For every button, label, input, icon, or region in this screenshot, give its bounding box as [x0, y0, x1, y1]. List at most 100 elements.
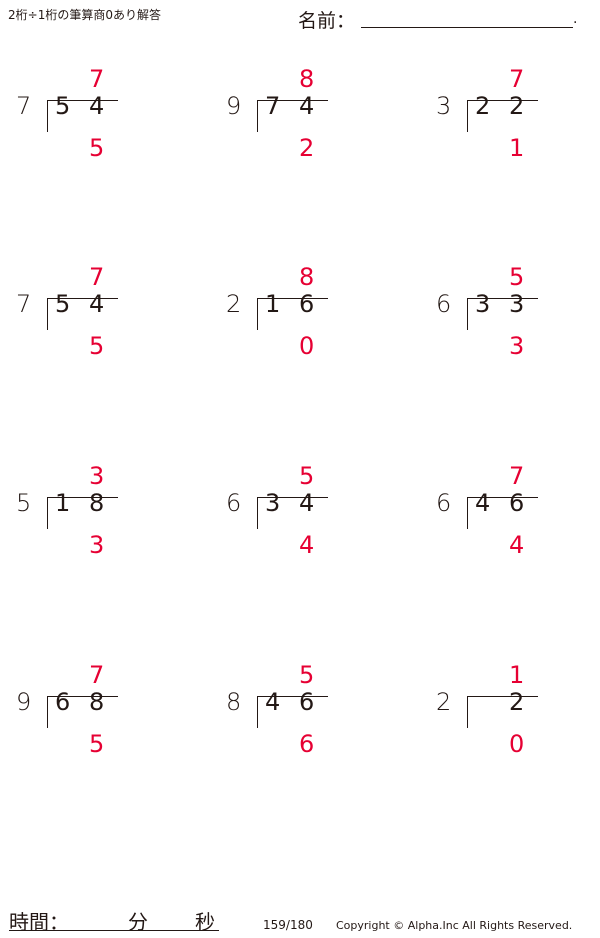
division-bar	[257, 497, 328, 498]
divisor: 3	[436, 92, 452, 120]
division-bar	[47, 497, 118, 498]
page-number: 159/180	[263, 918, 313, 932]
dividend-ones: 4	[299, 489, 315, 517]
dividend-ones: 2	[509, 92, 525, 120]
division-bracket	[467, 696, 468, 728]
divisor: 5	[16, 489, 32, 517]
remainder: 6	[299, 730, 315, 758]
remainder: 2	[299, 134, 315, 162]
quotient: 8	[299, 263, 315, 291]
copyright: Copyright © Alpha.Inc All Rights Reserve…	[336, 919, 573, 932]
divisor: 6	[226, 489, 242, 517]
quotient: 7	[509, 462, 525, 490]
quotient: 1	[509, 661, 525, 689]
quotient: 5	[509, 263, 525, 291]
dividend-ones: 6	[299, 290, 315, 318]
dividend-tens: 5	[55, 92, 71, 120]
divisor: 8	[226, 688, 242, 716]
quotient: 5	[299, 462, 315, 490]
dividend-tens: 7	[265, 92, 281, 120]
remainder: 5	[89, 134, 105, 162]
dividend-ones: 2	[509, 688, 525, 716]
dividend-tens: 4	[265, 688, 281, 716]
dividend-ones: 6	[509, 489, 525, 517]
name-label: 名前：	[298, 10, 356, 32]
divisor: 6	[436, 290, 452, 318]
remainder: 3	[89, 531, 105, 559]
remainder: 0	[299, 332, 315, 360]
division-bracket	[47, 497, 48, 529]
division-bracket	[467, 298, 468, 330]
dividend-tens: 5	[55, 290, 71, 318]
division-bar	[47, 100, 118, 101]
division-bar	[257, 298, 328, 299]
dividend-ones: 4	[89, 92, 105, 120]
quotient: 7	[509, 65, 525, 93]
remainder: 0	[509, 730, 525, 758]
division-bar	[467, 298, 538, 299]
minutes-label: 分	[128, 910, 148, 934]
remainder: 1	[509, 134, 525, 162]
division-bracket	[47, 298, 48, 330]
divisor: 9	[226, 92, 242, 120]
quotient: 3	[89, 462, 105, 490]
remainder: 5	[89, 730, 105, 758]
division-bracket	[467, 497, 468, 529]
division-bar	[467, 100, 538, 101]
quotient: 5	[299, 661, 315, 689]
dividend-ones: 8	[89, 489, 105, 517]
division-bar	[47, 298, 118, 299]
remainder: 4	[299, 531, 315, 559]
dividend-tens: 1	[265, 290, 281, 318]
remainder: 5	[89, 332, 105, 360]
dividend-ones: 6	[299, 688, 315, 716]
divisor: 2	[226, 290, 242, 318]
quotient: 7	[89, 263, 105, 291]
dividend-ones: 4	[89, 290, 105, 318]
dividend-tens: 3	[475, 290, 491, 318]
dividend-ones: 8	[89, 688, 105, 716]
dividend-ones: 4	[299, 92, 315, 120]
remainder: 3	[509, 332, 525, 360]
quotient: 8	[299, 65, 315, 93]
division-bar	[257, 100, 328, 101]
division-bracket	[467, 100, 468, 132]
division-bar	[467, 497, 538, 498]
division-bracket	[257, 298, 258, 330]
division-bracket	[257, 696, 258, 728]
division-bracket	[257, 497, 258, 529]
worksheet-title: 2桁÷1桁の筆算商0あり解答	[8, 8, 161, 22]
name-end-mark: .	[573, 11, 578, 27]
divisor: 6	[436, 489, 452, 517]
division-bracket	[47, 100, 48, 132]
quotient: 7	[89, 65, 105, 93]
dividend-tens: 2	[475, 92, 491, 120]
seconds-label: 秒	[195, 910, 215, 934]
name-field-line[interactable]	[361, 27, 573, 28]
quotient: 7	[89, 661, 105, 689]
division-bar	[257, 696, 328, 697]
division-bracket	[47, 696, 48, 728]
divisor: 7	[16, 92, 32, 120]
dividend-tens: 1	[55, 489, 71, 517]
division-bracket	[257, 100, 258, 132]
divisor: 2	[436, 688, 452, 716]
dividend-tens: 4	[475, 489, 491, 517]
dividend-tens: 6	[55, 688, 71, 716]
dividend-ones: 3	[509, 290, 525, 318]
divisor: 7	[16, 290, 32, 318]
division-bar	[467, 696, 538, 697]
dividend-tens: 3	[265, 489, 281, 517]
